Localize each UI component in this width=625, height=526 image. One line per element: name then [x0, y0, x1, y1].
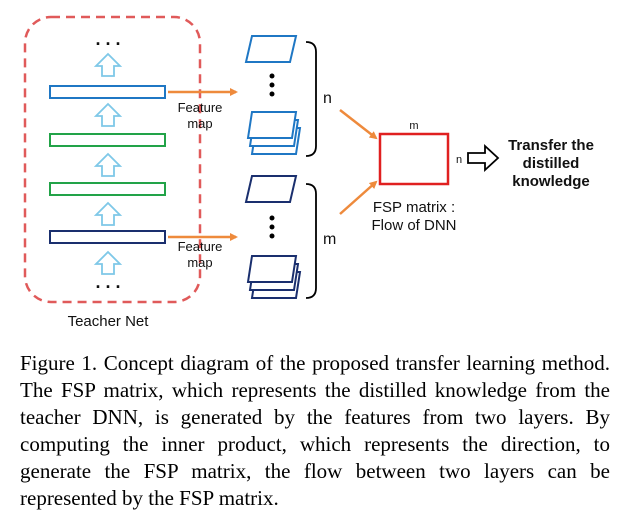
feature-map-top-line1: Feature: [178, 100, 223, 115]
feature-map-bottom-line2: map: [187, 255, 212, 270]
transfer-label-line3: knowledge: [512, 173, 590, 190]
up-arrow-icon: [95, 53, 121, 77]
fsp-label-line1: FSP matrix :: [373, 199, 455, 216]
arrow-m-to-matrix: [339, 180, 378, 215]
up-arrow-icon: [95, 251, 121, 275]
teacher-net-box: [23, 15, 202, 304]
vertical-dots-top: [269, 73, 275, 97]
layer-green-1: [49, 133, 166, 147]
layer-green-2: [49, 182, 166, 196]
figure-caption: Figure 1. Concept diagram of the propose…: [20, 351, 610, 510]
concept-diagram: . . . . . . Feature map Feature map n m: [23, 15, 594, 330]
up-arrow-icon: [95, 103, 121, 127]
m-label: m: [323, 231, 336, 248]
teacher-net-label: Teacher Net: [68, 313, 150, 330]
transfer-label-line1: Transfer the: [508, 137, 594, 154]
n-label: n: [323, 90, 332, 107]
layer-bottom: [49, 230, 166, 244]
hollow-arrow-icon: [467, 143, 500, 173]
arrow-n-to-matrix: [339, 109, 378, 140]
fsp-matrix: [378, 132, 450, 186]
fsp-label-line2: Flow of DNN: [371, 217, 456, 234]
feature-maps-top: [244, 35, 302, 155]
bracket-m: [305, 183, 317, 299]
ellipsis-top: . . .: [95, 29, 120, 49]
feature-maps-bottom: [244, 175, 302, 299]
transfer-label-line2: distilled: [523, 155, 580, 172]
feature-map-top-line2: map: [187, 116, 212, 131]
feature-map-bottom-line1: Feature: [178, 239, 223, 254]
matrix-m-label: m: [409, 120, 418, 132]
layer-top: [49, 85, 166, 99]
ellipsis-bottom: . . .: [95, 272, 120, 292]
up-arrow-icon: [95, 153, 121, 177]
up-arrow-icon: [95, 202, 121, 226]
matrix-n-label: n: [456, 154, 462, 166]
bracket-n: [305, 41, 317, 157]
vertical-dots-bottom: [269, 215, 275, 239]
